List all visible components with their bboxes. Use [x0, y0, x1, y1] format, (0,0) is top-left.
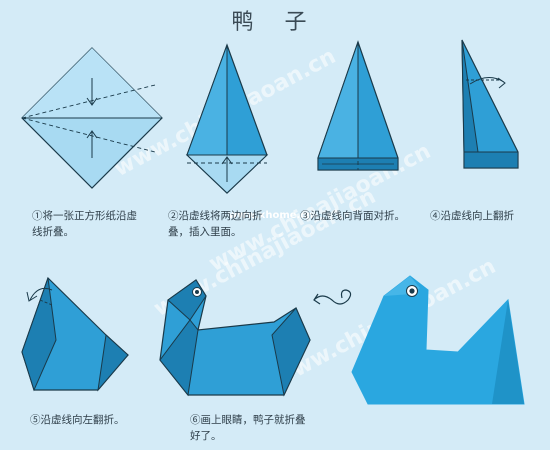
final-duck-figure — [351, 275, 525, 405]
step5-caption: ⑤沿虚线向左翻折。 — [30, 412, 160, 428]
step5-figure — [21, 276, 129, 392]
step2-number: ② — [168, 210, 179, 222]
step6-caption: ⑥画上眼睛，鸭子就折叠好了。 — [190, 412, 314, 444]
step4-text: 沿虚线向上翻折 — [440, 210, 515, 222]
step3-figure — [317, 40, 399, 171]
step5-number: ⑤ — [30, 414, 41, 426]
step4-number: ④ — [430, 210, 441, 222]
step1-text: 将一张正方形纸沿虚线折叠。 — [32, 210, 137, 238]
step2-caption: ②沿虚线将两边向折叠，插入里面。 — [168, 208, 274, 240]
watermark-overlay: www.xhome.cn — [228, 210, 314, 221]
flip-symbol — [313, 289, 352, 305]
step1-caption: ①将一张正方形纸沿虚线折叠。 — [32, 208, 144, 240]
step6-number: ⑥ — [190, 414, 201, 426]
step6-figure — [159, 279, 311, 397]
step3-number: ③ — [300, 210, 311, 222]
page-title: 鸭 子 — [231, 10, 319, 35]
step4-caption: ④沿虚线向上翻折 — [430, 208, 546, 224]
step5-text: 沿虚线向左翻折。 — [40, 414, 125, 426]
step3-text: 沿虚线向背面对折。 — [310, 210, 406, 222]
step1-number: ① — [32, 210, 43, 222]
step1-figure — [21, 47, 163, 189]
step2-figure — [185, 43, 269, 194]
step6-text: 画上眼睛，鸭子就折叠好了。 — [190, 414, 306, 442]
step3-caption: ③沿虚线向背面对折。 — [300, 208, 412, 224]
step2-text: 沿虚线将两边向折叠，插入里面。 — [168, 210, 263, 238]
step4-figure — [461, 39, 519, 169]
